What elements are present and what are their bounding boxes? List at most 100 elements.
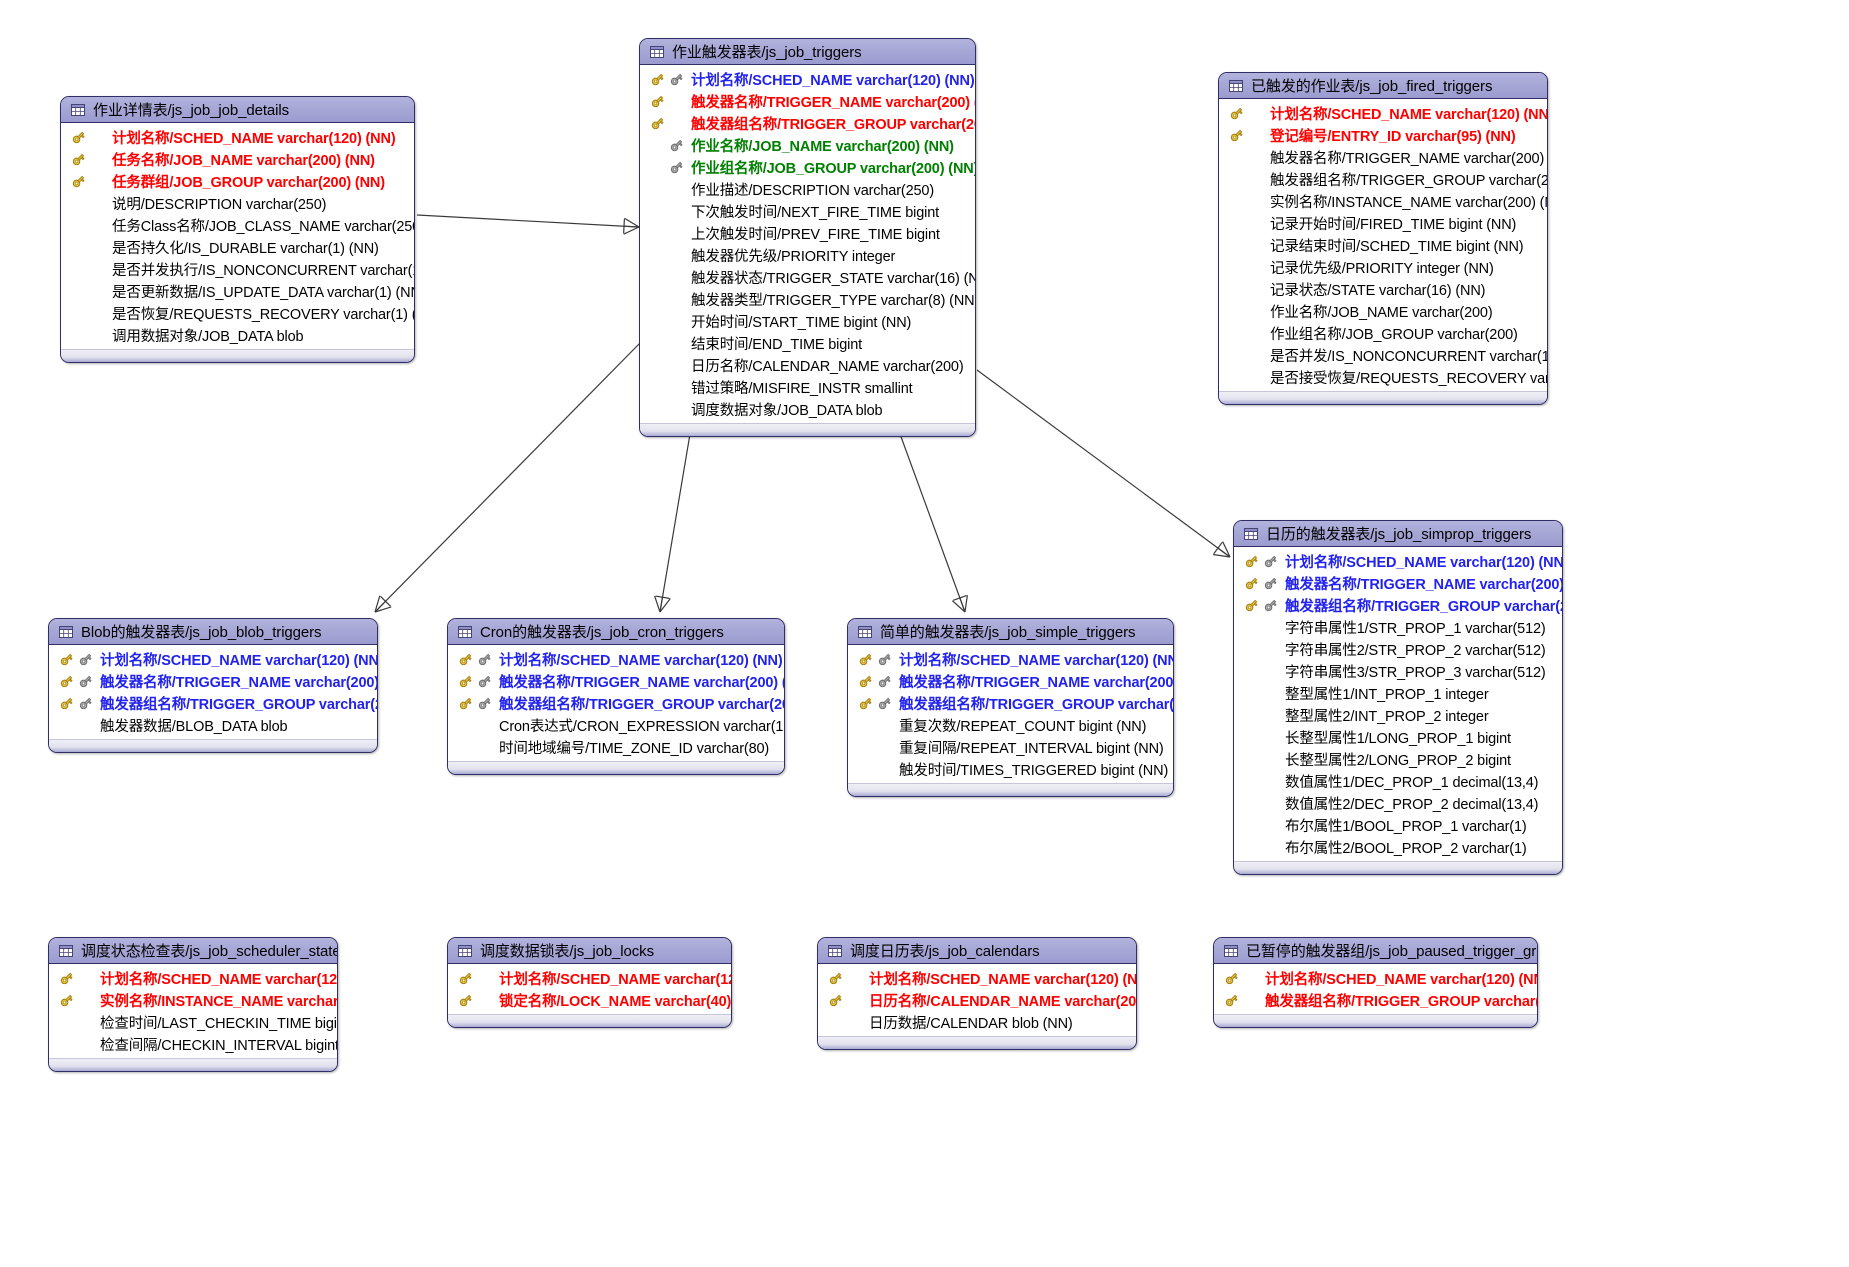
attribute-row[interactable]: 作业组名称/JOB_GROUP varchar(200): [1219, 322, 1547, 344]
attribute-row[interactable]: 是否并发执行/IS_NONCONCURRENT varchar(1) (NN): [61, 258, 414, 280]
attribute-row[interactable]: 计划名称/SCHED_NAME varchar(120) (NN): [848, 648, 1173, 670]
attribute-row[interactable]: 计划名称/SCHED_NAME varchar(120) (NN): [448, 967, 731, 989]
attribute-row[interactable]: 记录结束时间/SCHED_TIME bigint (NN): [1219, 234, 1547, 256]
entity-header-calendars[interactable]: 调度日历表/js_job_calendars: [818, 938, 1136, 964]
attribute-row[interactable]: 触发器组名称/TRIGGER_GROUP varchar(200) (NN): [448, 692, 784, 714]
entity-job_details[interactable]: 作业详情表/js_job_job_details 计划名称/SCHED_NAME …: [60, 96, 415, 363]
entity-fired_triggers[interactable]: 已触发的作业表/js_job_fired_triggers 计划名称/SCHED_…: [1218, 72, 1548, 405]
attribute-row[interactable]: 是否更新数据/IS_UPDATE_DATA varchar(1) (NN): [61, 280, 414, 302]
attribute-row[interactable]: 计划名称/SCHED_NAME varchar(120) (NN): [448, 648, 784, 670]
entity-locks[interactable]: 调度数据锁表/js_job_locks 计划名称/SCHED_NAME varch…: [447, 937, 732, 1028]
entity-header-locks[interactable]: 调度数据锁表/js_job_locks: [448, 938, 731, 964]
attribute-row[interactable]: 计划名称/SCHED_NAME varchar(120) (NN): [1214, 967, 1537, 989]
attribute-row[interactable]: 触发器名称/TRIGGER_NAME varchar(200) (NN): [848, 670, 1173, 692]
attribute-row[interactable]: 是否恢复/REQUESTS_RECOVERY varchar(1) (NN): [61, 302, 414, 324]
entity-triggers[interactable]: 作业触发器表/js_job_triggers 计划名称/SCHED_NAME va…: [639, 38, 976, 437]
attribute-row[interactable]: 计划名称/SCHED_NAME varchar(120) (NN): [818, 967, 1136, 989]
attribute-row[interactable]: 整型属性1/INT_PROP_1 integer: [1234, 682, 1562, 704]
attribute-row[interactable]: 触发时间/TIMES_TRIGGERED bigint (NN): [848, 758, 1173, 780]
entity-scheduler_state[interactable]: 调度状态检查表/js_job_scheduler_state 计划名称/SCHED…: [48, 937, 338, 1072]
attribute-row[interactable]: 计划名称/SCHED_NAME varchar(120) (NN): [1234, 550, 1562, 572]
attribute-row[interactable]: 触发器组名称/TRIGGER_GROUP varchar(200) (NN): [848, 692, 1173, 714]
attribute-row[interactable]: 计划名称/SCHED_NAME varchar(120) (NN): [49, 967, 337, 989]
attribute-row[interactable]: 开始时间/START_TIME bigint (NN): [640, 310, 975, 332]
attribute-row[interactable]: 任务Class名称/JOB_CLASS_NAME varchar(250) (N…: [61, 214, 414, 236]
entity-calendars[interactable]: 调度日历表/js_job_calendars 计划名称/SCHED_NAME va…: [817, 937, 1137, 1050]
attribute-row[interactable]: 实例名称/INSTANCE_NAME varchar(200) (NN): [1219, 190, 1547, 212]
attribute-row[interactable]: 结束时间/END_TIME bigint: [640, 332, 975, 354]
attribute-row[interactable]: 实例名称/INSTANCE_NAME varchar(200) (NN): [49, 989, 337, 1011]
entity-blob_triggers[interactable]: Blob的触发器表/js_job_blob_triggers 计划名称/SCHED…: [48, 618, 378, 753]
attribute-row[interactable]: 计划名称/SCHED_NAME varchar(120) (NN): [61, 126, 414, 148]
entity-cron_triggers[interactable]: Cron的触发器表/js_job_cron_triggers 计划名称/SCHED…: [447, 618, 785, 775]
attribute-row[interactable]: 记录优先级/PRIORITY integer (NN): [1219, 256, 1547, 278]
entity-header-job_details[interactable]: 作业详情表/js_job_job_details: [61, 97, 414, 123]
attribute-row[interactable]: 是否接受恢复/REQUESTS_RECOVERY varchar(1): [1219, 366, 1547, 388]
attribute-row[interactable]: 说明/DESCRIPTION varchar(250): [61, 192, 414, 214]
attribute-row[interactable]: 触发器状态/TRIGGER_STATE varchar(16) (NN): [640, 266, 975, 288]
attribute-row[interactable]: 重复次数/REPEAT_COUNT bigint (NN): [848, 714, 1173, 736]
entity-header-triggers[interactable]: 作业触发器表/js_job_triggers: [640, 39, 975, 65]
attribute-row[interactable]: 是否并发/IS_NONCONCURRENT varchar(1): [1219, 344, 1547, 366]
entity-simple_triggers[interactable]: 简单的触发器表/js_job_simple_triggers 计划名称/SCHED…: [847, 618, 1174, 797]
attribute-row[interactable]: Cron表达式/CRON_EXPRESSION varchar(120) (NN…: [448, 714, 784, 736]
attribute-row[interactable]: 日历数据/CALENDAR blob (NN): [818, 1011, 1136, 1033]
attribute-row[interactable]: 日历名称/CALENDAR_NAME varchar(200): [640, 354, 975, 376]
entity-paused_trigger_grps[interactable]: 已暂停的触发器组/js_job_paused_trigger_grps 计划名称/…: [1213, 937, 1538, 1028]
attribute-row[interactable]: 数值属性2/DEC_PROP_2 decimal(13,4): [1234, 792, 1562, 814]
entity-header-paused_trigger_grps[interactable]: 已暂停的触发器组/js_job_paused_trigger_grps: [1214, 938, 1537, 964]
entity-header-simprop_triggers[interactable]: 日历的触发器表/js_job_simprop_triggers: [1234, 521, 1562, 547]
attribute-row[interactable]: 触发器数据/BLOB_DATA blob: [49, 714, 377, 736]
attribute-row[interactable]: 记录开始时间/FIRED_TIME bigint (NN): [1219, 212, 1547, 234]
attribute-row[interactable]: 计划名称/SCHED_NAME varchar(120) (NN): [49, 648, 377, 670]
attribute-row[interactable]: 触发器名称/TRIGGER_NAME varchar(200) (NN): [640, 90, 975, 112]
attribute-row[interactable]: 触发器组名称/TRIGGER_GROUP varchar(200) (NN): [1219, 168, 1547, 190]
attribute-row[interactable]: 任务名称/JOB_NAME varchar(200) (NN): [61, 148, 414, 170]
attribute-row[interactable]: 长整型属性2/LONG_PROP_2 bigint: [1234, 748, 1562, 770]
attribute-row[interactable]: 触发器名称/TRIGGER_NAME varchar(200) (NN): [49, 670, 377, 692]
attribute-row[interactable]: 计划名称/SCHED_NAME varchar(120) (NN): [1219, 102, 1547, 124]
entity-header-cron_triggers[interactable]: Cron的触发器表/js_job_cron_triggers: [448, 619, 784, 645]
entity-simprop_triggers[interactable]: 日历的触发器表/js_job_simprop_triggers 计划名称/SCHE…: [1233, 520, 1563, 875]
attribute-row[interactable]: 检查间隔/CHECKIN_INTERVAL bigint (NN): [49, 1033, 337, 1055]
attribute-row[interactable]: 触发器类型/TRIGGER_TYPE varchar(8) (NN): [640, 288, 975, 310]
entity-header-simple_triggers[interactable]: 简单的触发器表/js_job_simple_triggers: [848, 619, 1173, 645]
attribute-row[interactable]: 作业名称/JOB_NAME varchar(200): [1219, 300, 1547, 322]
attribute-row[interactable]: 字符串属性1/STR_PROP_1 varchar(512): [1234, 616, 1562, 638]
entity-header-fired_triggers[interactable]: 已触发的作业表/js_job_fired_triggers: [1219, 73, 1547, 99]
attribute-row[interactable]: 日历名称/CALENDAR_NAME varchar(200) (NN): [818, 989, 1136, 1011]
entity-header-scheduler_state[interactable]: 调度状态检查表/js_job_scheduler_state: [49, 938, 337, 964]
attribute-row[interactable]: 触发器组名称/TRIGGER_GROUP varchar(200) (NN): [640, 112, 975, 134]
attribute-row[interactable]: 触发器组名称/TRIGGER_GROUP varchar(200) (NN): [49, 692, 377, 714]
attribute-row[interactable]: 触发器组名称/TRIGGER_GROUP varchar(200) (NN): [1234, 594, 1562, 616]
attribute-row[interactable]: 作业名称/JOB_NAME varchar(200) (NN): [640, 134, 975, 156]
attribute-row[interactable]: 计划名称/SCHED_NAME varchar(120) (NN): [640, 68, 975, 90]
attribute-row[interactable]: 触发器名称/TRIGGER_NAME varchar(200) (NN): [1234, 572, 1562, 594]
attribute-row[interactable]: 锁定名称/LOCK_NAME varchar(40) (NN): [448, 989, 731, 1011]
attribute-row[interactable]: 上次触发时间/PREV_FIRE_TIME bigint: [640, 222, 975, 244]
attribute-row[interactable]: 触发器名称/TRIGGER_NAME varchar(200) (NN): [1219, 146, 1547, 168]
attribute-row[interactable]: 整型属性2/INT_PROP_2 integer: [1234, 704, 1562, 726]
attribute-row[interactable]: 调用数据对象/JOB_DATA blob: [61, 324, 414, 346]
attribute-row[interactable]: 作业组名称/JOB_GROUP varchar(200) (NN): [640, 156, 975, 178]
attribute-row[interactable]: 长整型属性1/LONG_PROP_1 bigint: [1234, 726, 1562, 748]
entity-header-blob_triggers[interactable]: Blob的触发器表/js_job_blob_triggers: [49, 619, 377, 645]
attribute-row[interactable]: 字符串属性2/STR_PROP_2 varchar(512): [1234, 638, 1562, 660]
attribute-row[interactable]: 检查时间/LAST_CHECKIN_TIME bigint (NN): [49, 1011, 337, 1033]
attribute-row[interactable]: 错过策略/MISFIRE_INSTR smallint: [640, 376, 975, 398]
attribute-row[interactable]: 作业描述/DESCRIPTION varchar(250): [640, 178, 975, 200]
attribute-row[interactable]: 调度数据对象/JOB_DATA blob: [640, 398, 975, 420]
attribute-row[interactable]: 是否持久化/IS_DURABLE varchar(1) (NN): [61, 236, 414, 258]
attribute-row[interactable]: 字符串属性3/STR_PROP_3 varchar(512): [1234, 660, 1562, 682]
attribute-row[interactable]: 下次触发时间/NEXT_FIRE_TIME bigint: [640, 200, 975, 222]
attribute-row[interactable]: 布尔属性1/BOOL_PROP_1 varchar(1): [1234, 814, 1562, 836]
attribute-row[interactable]: 布尔属性2/BOOL_PROP_2 varchar(1): [1234, 836, 1562, 858]
attribute-row[interactable]: 登记编号/ENTRY_ID varchar(95) (NN): [1219, 124, 1547, 146]
attribute-row[interactable]: 记录状态/STATE varchar(16) (NN): [1219, 278, 1547, 300]
attribute-row[interactable]: 时间地域编号/TIME_ZONE_ID varchar(80): [448, 736, 784, 758]
attribute-row[interactable]: 触发器名称/TRIGGER_NAME varchar(200) (NN): [448, 670, 784, 692]
attribute-row[interactable]: 任务群组/JOB_GROUP varchar(200) (NN): [61, 170, 414, 192]
attribute-row[interactable]: 触发器组名称/TRIGGER_GROUP varchar(200) (NN): [1214, 989, 1537, 1011]
attribute-row[interactable]: 触发器优先级/PRIORITY integer: [640, 244, 975, 266]
attribute-row[interactable]: 数值属性1/DEC_PROP_1 decimal(13,4): [1234, 770, 1562, 792]
